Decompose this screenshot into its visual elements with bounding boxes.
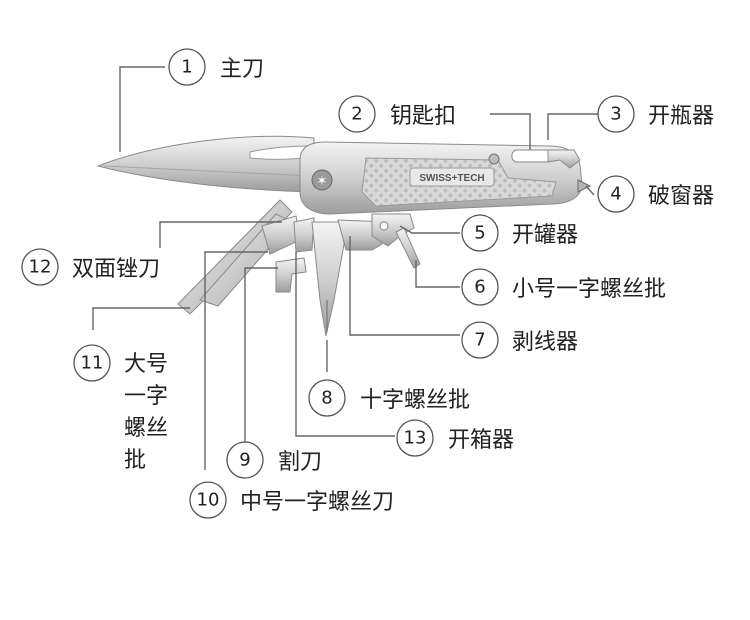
svg-text:双面锉刀: 双面锉刀 <box>72 257 160 282</box>
svg-text:✶: ✶ <box>317 174 328 189</box>
svg-text:9: 9 <box>239 450 250 471</box>
multitool-illustration: SWISS+TECH ✶ <box>96 135 592 337</box>
svg-text:12: 12 <box>29 257 52 278</box>
callout-9: 9 割刀 <box>226 441 322 479</box>
svg-text:10: 10 <box>197 490 220 511</box>
callout-7: 7 剥线器 <box>461 321 578 359</box>
svg-text:11: 11 <box>81 353 104 374</box>
callout-5: 5 开罐器 <box>461 214 578 252</box>
small-screwdriver <box>395 227 421 269</box>
cutter-hook <box>275 257 307 293</box>
svg-text:开箱器: 开箱器 <box>448 428 514 453</box>
svg-text:主刀: 主刀 <box>220 57 264 82</box>
callout-1: 1 主刀 <box>168 48 264 86</box>
svg-text:剥线器: 剥线器 <box>512 330 578 355</box>
svg-text:开瓶器: 开瓶器 <box>648 104 714 129</box>
svg-text:割刀: 割刀 <box>278 450 322 475</box>
svg-text:破窗器: 破窗器 <box>648 184 714 209</box>
svg-text:13: 13 <box>404 428 427 449</box>
svg-text:6: 6 <box>474 277 485 298</box>
svg-text:开罐器: 开罐器 <box>512 223 578 248</box>
svg-text:3: 3 <box>610 104 621 125</box>
leader-lines <box>92 66 598 470</box>
glass-breaker-tip <box>577 179 592 193</box>
svg-text:1: 1 <box>181 57 192 78</box>
svg-text:批: 批 <box>124 448 146 473</box>
svg-text:7: 7 <box>474 330 485 351</box>
callout-2: 2 钥匙扣 <box>338 95 456 133</box>
callout-6: 6 小号一字螺丝批 <box>461 268 666 306</box>
callout-13: 13 开箱器 <box>396 419 514 457</box>
svg-text:4: 4 <box>610 184 621 205</box>
svg-text:小号一字螺丝批: 小号一字螺丝批 <box>512 277 666 302</box>
callout-8: 8 十字螺丝批 <box>308 379 470 417</box>
box-opener-blade <box>293 217 315 253</box>
svg-text:2: 2 <box>351 104 362 125</box>
svg-text:8: 8 <box>321 388 332 409</box>
svg-text:十字螺丝批: 十字螺丝批 <box>360 388 470 413</box>
bottle-opener <box>547 149 581 169</box>
callout-3: 3 开瓶器 <box>597 95 714 133</box>
brand-logo: SWISS+TECH <box>419 173 484 184</box>
svg-text:螺丝: 螺丝 <box>124 416 168 441</box>
svg-text:钥匙扣: 钥匙扣 <box>390 104 456 129</box>
callout-10: 10 中号一字螺丝刀 <box>189 481 394 519</box>
svg-text:中号一字螺丝刀: 中号一字螺丝刀 <box>240 490 394 515</box>
svg-text:大号: 大号 <box>124 352 168 377</box>
svg-text:一字: 一字 <box>124 384 168 409</box>
callout-12: 12 双面锉刀 <box>21 248 160 286</box>
callout-11: 11 大号 一字 螺丝 批 <box>73 344 168 473</box>
main-knife-blade <box>96 135 315 193</box>
callout-4: 4 破窗器 <box>597 175 714 213</box>
svg-text:5: 5 <box>474 223 485 244</box>
key-ring-slot <box>511 149 553 163</box>
